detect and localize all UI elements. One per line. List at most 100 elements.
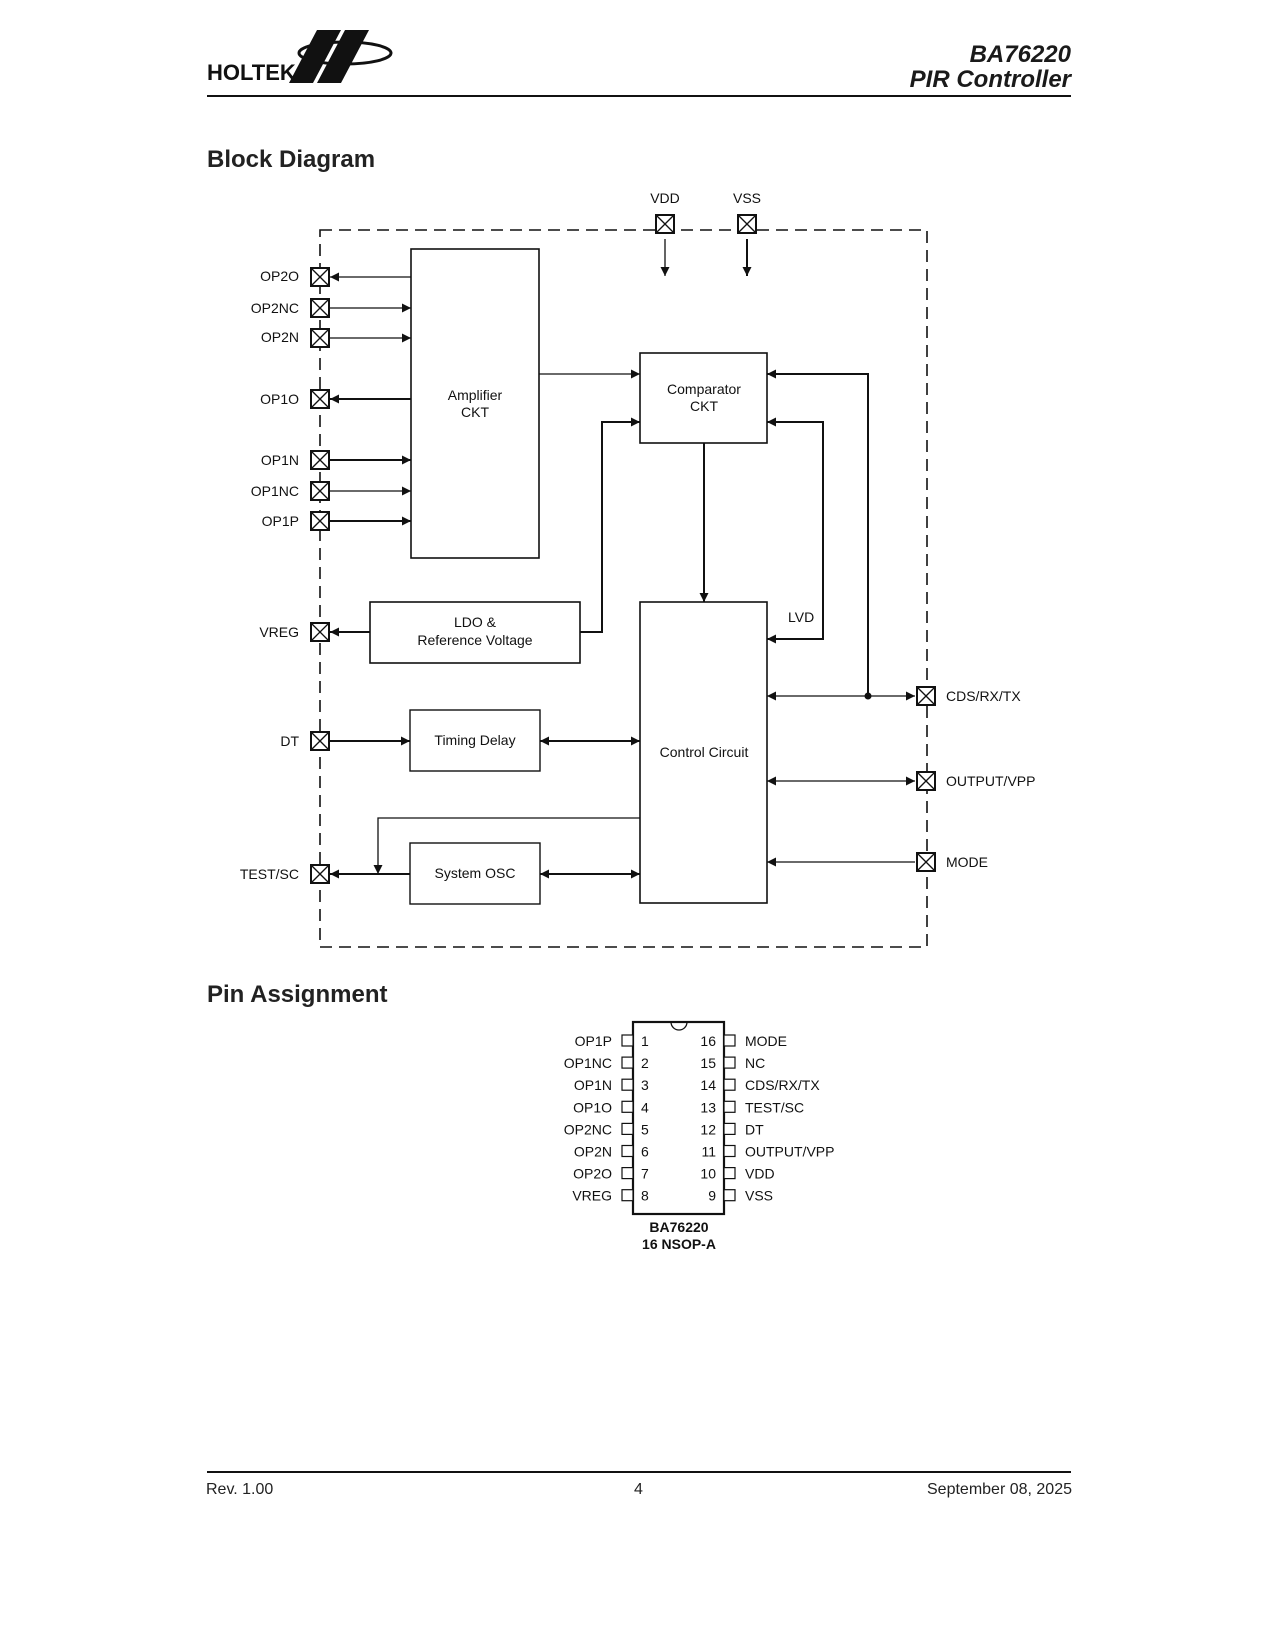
amplifier-block <box>410 248 540 559</box>
pad-op1o-icon <box>310 389 330 409</box>
pin-name: OP1N <box>574 1077 612 1093</box>
pin-number: 16 <box>700 1033 716 1049</box>
control-circuit-label: Control Circuit <box>660 744 749 760</box>
chip-boundary <box>319 229 928 948</box>
block-diagram-title: Block Diagram <box>207 146 376 173</box>
pin-pad-icon <box>621 1122 634 1136</box>
pin-label-test-sc: TEST/SC <box>240 866 299 882</box>
pin-label-vdd: VDD <box>650 190 680 206</box>
footer-page-number: 4 <box>634 1481 643 1498</box>
pin-pad-icon <box>723 1189 736 1202</box>
pad-mode-icon <box>916 852 936 872</box>
comparator-label-1: Comparator <box>667 381 741 397</box>
pin-number: 4 <box>641 1099 649 1115</box>
pin-label-op2nc: OP2NC <box>251 300 299 316</box>
pin-pad-icon <box>621 1144 634 1158</box>
ic-body <box>631 1020 726 1216</box>
pin-label-op1o: OP1O <box>260 391 299 407</box>
pin-label-op1nc: OP1NC <box>251 483 299 499</box>
package-type: 16 NSOP-A <box>642 1236 716 1252</box>
amplifier-label-1: Amplifier <box>448 387 503 403</box>
pad-op1nc-icon <box>310 481 330 501</box>
pin-number: 2 <box>641 1055 649 1071</box>
wire-ldo-to-comp <box>580 417 640 633</box>
pin-name: MODE <box>745 1033 787 1049</box>
footer-divider <box>207 1471 1071 1473</box>
pad-op2nc-icon <box>310 298 330 318</box>
pad-op1p-icon <box>310 511 330 531</box>
pin-pad-icon <box>723 1167 736 1180</box>
pin-label-vss: VSS <box>733 190 761 206</box>
brand-name: HOLTEK <box>207 60 296 85</box>
pin1-notch-icon <box>670 1021 688 1031</box>
pin-name: OUTPUT/VPP <box>745 1144 834 1160</box>
pin-name: OP1O <box>573 1099 612 1115</box>
pin-number: 6 <box>641 1144 649 1160</box>
pin-name: VSS <box>745 1188 773 1204</box>
pin-name: NC <box>745 1055 765 1071</box>
pin-label-op1p: OP1P <box>262 513 299 529</box>
holtek-logo: HOLTEK <box>207 30 393 85</box>
wire-cds-to-comp <box>767 369 869 696</box>
left-pins: 1OP1P2OP1NC3OP1N4OP1O5OP2NC6OP2N7OP2O8VR… <box>564 1033 649 1204</box>
pin-pad-icon <box>621 1078 634 1091</box>
pad-vss-icon <box>737 214 757 234</box>
pad-test-sc-icon <box>310 864 330 884</box>
product-name: PIR Controller <box>909 66 1071 93</box>
control-circuit-block <box>639 601 768 904</box>
ldo-label-2: Reference Voltage <box>417 632 532 648</box>
pin-pad-icon <box>723 1056 736 1069</box>
package-name: BA76220 <box>649 1219 708 1235</box>
pin-number: 1 <box>641 1033 649 1049</box>
pin-pad-icon <box>621 1056 634 1069</box>
pin-name: VREG <box>572 1188 612 1204</box>
pin-number: 15 <box>700 1055 716 1071</box>
pin-label-dt: DT <box>280 733 299 749</box>
pin-name: TEST/SC <box>745 1099 804 1115</box>
pin-pad-icon <box>621 1189 634 1202</box>
comparator-label-2: CKT <box>690 398 718 414</box>
pin-label-op1n: OP1N <box>261 452 299 468</box>
pin-label-output: OUTPUT/VPP <box>946 773 1035 789</box>
pin-number: 13 <box>700 1099 716 1115</box>
pin-pad-icon <box>723 1034 736 1047</box>
pad-cds-icon <box>916 686 936 706</box>
pin-name: OP2N <box>574 1144 612 1160</box>
pin-pad-icon <box>723 1122 736 1136</box>
pin-pad-icon <box>723 1144 736 1158</box>
pad-vreg-icon <box>310 622 330 642</box>
timing-delay-label: Timing Delay <box>434 732 515 748</box>
pin-label-mode: MODE <box>946 854 988 870</box>
lvd-label: LVD <box>788 609 814 625</box>
pin-assignment-title: Pin Assignment <box>207 981 388 1008</box>
pin-name: VDD <box>745 1166 775 1182</box>
pin-number: 12 <box>700 1121 716 1137</box>
pin-number: 11 <box>701 1144 716 1160</box>
pin-pad-icon <box>621 1167 634 1180</box>
pin-pad-icon <box>723 1078 736 1091</box>
pin-name: OP2NC <box>564 1121 612 1137</box>
pin-number: 10 <box>700 1166 716 1182</box>
pin-number: 5 <box>641 1121 649 1137</box>
pin-name: DT <box>745 1121 764 1137</box>
part-number: BA76220 <box>969 41 1071 68</box>
footer-date: September 08, 2025 <box>927 1481 1072 1498</box>
pin-name: OP1NC <box>564 1055 612 1071</box>
pad-output-icon <box>916 771 936 791</box>
pin-number: 7 <box>641 1166 649 1182</box>
pin-number: 14 <box>700 1077 716 1093</box>
pin-label-cds: CDS/RX/TX <box>946 688 1021 704</box>
pin-name: OP1P <box>575 1033 612 1049</box>
wire-control-to-test <box>373 817 640 874</box>
pin-pad-icon <box>723 1100 736 1113</box>
block-diagram: Amplifier CKT Comparator CKT LDO & Refer… <box>240 190 1035 948</box>
logo-slash-2 <box>317 30 369 83</box>
pin-label-op2n: OP2N <box>261 329 299 345</box>
pad-op2o-icon <box>310 267 330 287</box>
footer-revision: Rev. 1.00 <box>206 1481 274 1498</box>
logo-slash-1 <box>289 30 341 83</box>
pin-label-vreg: VREG <box>259 624 299 640</box>
pad-dt-icon <box>310 731 330 751</box>
pad-vdd-icon <box>655 214 675 234</box>
